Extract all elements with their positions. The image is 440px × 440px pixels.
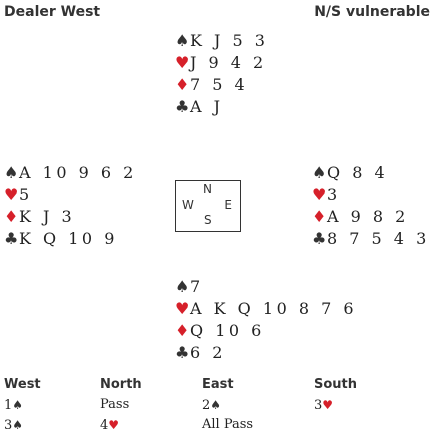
south-clubs: ♣6 2 <box>175 342 357 364</box>
bid-west: 3♠ <box>4 415 23 436</box>
card-list: K J 5 3 <box>190 31 269 50</box>
east-spades: ♠Q 8 4 <box>312 162 430 184</box>
club-icon: ♣ <box>312 229 327 248</box>
bidding-header-south: South <box>314 377 358 392</box>
spade-icon: ♠ <box>4 163 19 182</box>
club-icon: ♣ <box>4 229 19 248</box>
east-hand: ♠Q 8 4 ♥3 ♦A 9 8 2 ♣8 7 5 4 3 <box>312 162 430 250</box>
card-list: 5 <box>19 185 33 204</box>
diamond-icon: ♦ <box>312 207 327 226</box>
heart-icon: ♥ <box>175 53 190 72</box>
card-list: 7 5 4 <box>190 75 249 94</box>
east-hearts: ♥3 <box>312 184 430 206</box>
bid-north: 4♥ <box>100 415 119 436</box>
card-list: Q 10 6 <box>190 321 265 340</box>
north-hearts: ♥J 9 4 2 <box>175 52 268 74</box>
bid-suit-icon: ♠ <box>12 418 24 432</box>
club-icon: ♣ <box>175 97 190 116</box>
diamond-icon: ♦ <box>175 75 190 94</box>
card-list: 6 2 <box>190 343 226 362</box>
vulnerability-label: N/S vulnerable <box>314 4 430 20</box>
south-spades: ♠7 <box>175 276 357 298</box>
spade-icon: ♠ <box>175 277 190 296</box>
north-hand: ♠K J 5 3 ♥J 9 4 2 ♦7 5 4 ♣A J <box>175 30 268 118</box>
card-list: A 9 8 2 <box>327 207 409 226</box>
card-list: Q 8 4 <box>327 163 389 182</box>
spade-icon: ♠ <box>312 163 327 182</box>
card-list: 8 7 5 4 3 <box>327 229 430 248</box>
south-diamonds: ♦Q 10 6 <box>175 320 357 342</box>
card-list: J 9 4 2 <box>190 53 267 72</box>
north-spades: ♠K J 5 3 <box>175 30 268 52</box>
club-icon: ♣ <box>175 343 190 362</box>
bid-east: 2♠ <box>202 395 221 416</box>
spade-icon: ♠ <box>175 31 190 50</box>
diamond-icon: ♦ <box>4 207 19 226</box>
compass-east: E <box>224 198 232 212</box>
bid-suit-icon: ♥ <box>322 398 334 412</box>
west-spades: ♠A 10 9 6 2 <box>4 162 137 184</box>
bid-level: 3 <box>314 398 323 413</box>
bid-level: 2 <box>202 398 211 413</box>
bid-level: 1 <box>4 398 13 413</box>
bid-suit-icon: ♠ <box>210 398 222 412</box>
card-list: A 10 9 6 2 <box>19 163 137 182</box>
south-hearts: ♥A K Q 10 8 7 6 <box>175 298 357 320</box>
north-clubs: ♣A J <box>175 96 268 118</box>
bid-suit-icon: ♥ <box>108 418 120 432</box>
south-hand: ♠7 ♥A K Q 10 8 7 6 ♦Q 10 6 ♣6 2 <box>175 276 357 364</box>
heart-icon: ♥ <box>175 299 190 318</box>
bidding-header-east: East <box>202 377 234 392</box>
west-hearts: ♥5 <box>4 184 137 206</box>
card-list: 7 <box>190 277 204 296</box>
card-list: A J <box>190 97 224 116</box>
heart-icon: ♥ <box>312 185 327 204</box>
bid-north: Pass <box>100 397 130 412</box>
dealer-label: Dealer West <box>4 4 101 20</box>
compass-box: N W E S <box>175 180 241 232</box>
bidding-header-west: West <box>4 377 41 392</box>
bid-west: 1♠ <box>4 395 23 416</box>
north-diamonds: ♦7 5 4 <box>175 74 268 96</box>
diamond-icon: ♦ <box>175 321 190 340</box>
bid-level: 4 <box>100 418 109 433</box>
bid-east: All Pass <box>202 417 254 432</box>
bid-south: 3♥ <box>314 395 333 416</box>
heart-icon: ♥ <box>4 185 19 204</box>
west-hand: ♠A 10 9 6 2 ♥5 ♦K J 3 ♣K Q 10 9 <box>4 162 137 250</box>
card-list: K J 3 <box>19 207 76 226</box>
bid-suit-icon: ♠ <box>12 398 24 412</box>
compass-north: N <box>203 182 212 196</box>
card-list: K Q 10 9 <box>19 229 118 248</box>
west-clubs: ♣K Q 10 9 <box>4 228 137 250</box>
east-clubs: ♣8 7 5 4 3 <box>312 228 430 250</box>
bidding-row: 3♠ 4♥ All Pass <box>4 415 434 435</box>
bidding-header-north: North <box>100 377 142 392</box>
compass-south: S <box>204 213 212 227</box>
west-diamonds: ♦K J 3 <box>4 206 137 228</box>
bid-level: 3 <box>4 418 13 433</box>
bidding-header: West North East South <box>4 375 434 395</box>
card-list: 3 <box>327 185 341 204</box>
card-list: A K Q 10 8 7 6 <box>190 299 358 318</box>
east-diamonds: ♦A 9 8 2 <box>312 206 430 228</box>
compass-west: W <box>182 198 194 212</box>
